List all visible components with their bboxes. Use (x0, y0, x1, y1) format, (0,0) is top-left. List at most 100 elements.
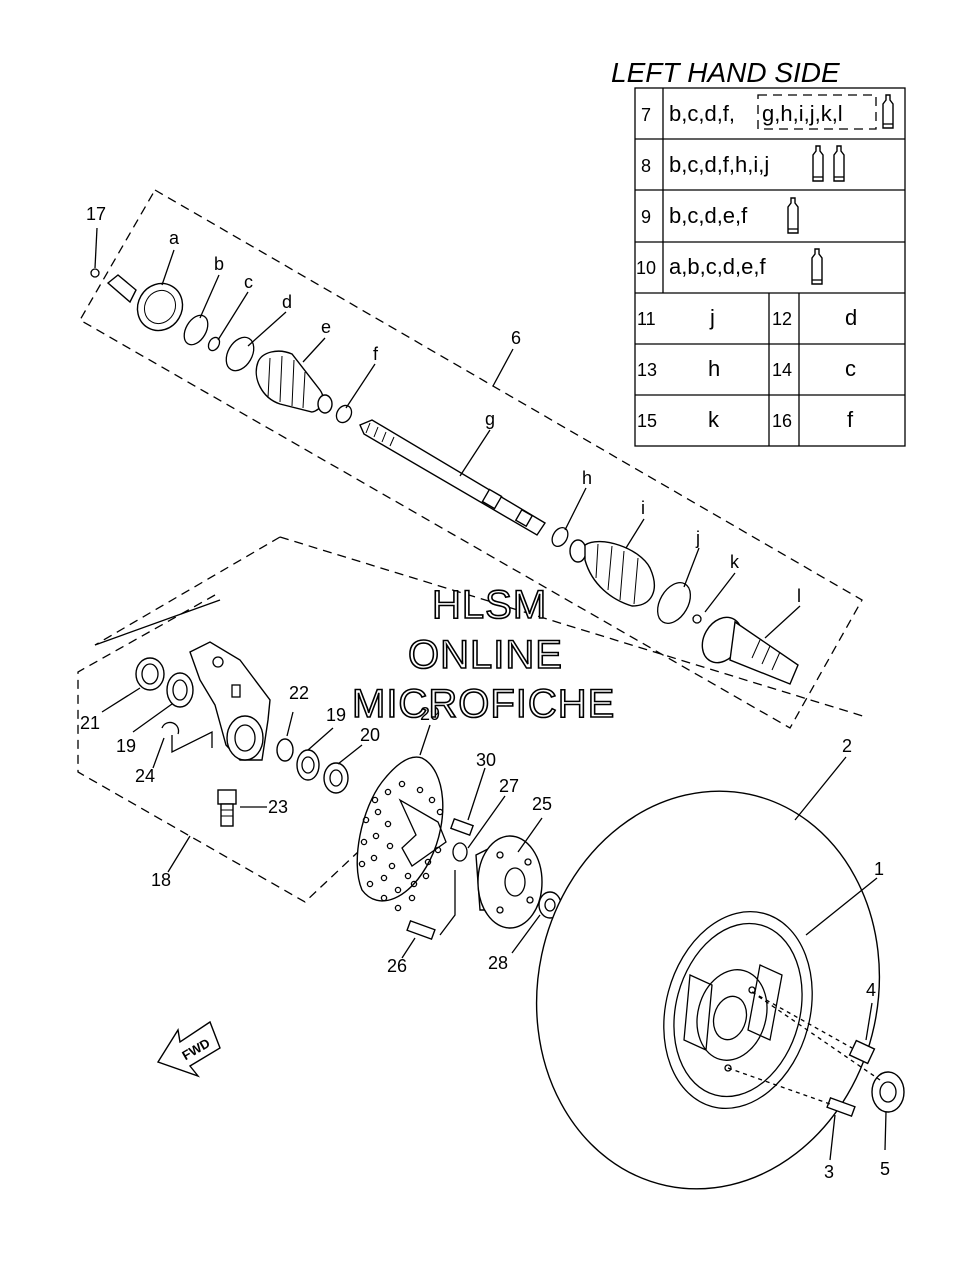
table-cell-num: 11 (637, 309, 656, 329)
callout-g: g (485, 409, 495, 429)
snap-ring-b (183, 314, 209, 346)
callout-a: a (169, 228, 180, 248)
disc-hole (384, 788, 392, 796)
parts-kit-table: 7 b,c,d,f, g,h,i,j,k,l 8 b,c,d,f,h,i,j 9… (634, 87, 906, 447)
callout-5: 5 (880, 1159, 890, 1179)
driveshaft-assembly-outline (79, 189, 863, 729)
callout-d: d (282, 292, 292, 312)
disc-hole (428, 796, 436, 804)
o-ring-27 (452, 842, 468, 862)
callout-h: h (582, 468, 592, 488)
leader-wheel-parts (727, 991, 881, 1105)
valve-3 (826, 1096, 856, 1118)
callout-19: 19 (116, 736, 136, 756)
watermark: HLSM ONLINE MICROFICHE (351, 582, 615, 727)
leader-lines (94, 227, 887, 1161)
diagram-title: LEFT HAND SIDE (611, 57, 840, 88)
callout-e: e (321, 317, 331, 337)
seal-20 (323, 762, 349, 794)
disc-hole (422, 872, 430, 880)
callout-3: 3 (824, 1162, 834, 1182)
disc-hole (436, 808, 444, 816)
callout-1: 1 (874, 859, 884, 879)
table-cell-num: 12 (772, 309, 792, 329)
knuckle-group-outline (77, 594, 431, 903)
callout-f: f (373, 344, 379, 364)
center-cap-5 (871, 1071, 905, 1113)
table-row-parts: b,c,d,f, (669, 101, 735, 126)
bolt-30 (449, 817, 475, 837)
assembly-outline-upper (94, 536, 867, 718)
callout-28: 28 (488, 953, 508, 973)
callout-23: 23 (268, 797, 288, 817)
callout-27: 27 (499, 776, 519, 796)
disc-holes (358, 780, 444, 912)
disc-hole (371, 796, 379, 804)
table-cell-val: k (708, 407, 720, 432)
callout-j: j (695, 528, 700, 548)
disc-hole (388, 862, 396, 870)
disc-hole (434, 846, 442, 854)
table-cell-num: 14 (772, 360, 792, 380)
disc-hole (370, 854, 378, 862)
disc-hole (410, 880, 418, 888)
disc-hole (380, 894, 388, 902)
disc-hole (366, 880, 374, 888)
tire-2 (535, 790, 881, 1190)
grease-tube-icon (811, 248, 823, 285)
leader-hub (439, 870, 456, 936)
disc-hole (362, 816, 370, 824)
callout-labels: 17 a b c d e f 6 g h i j k l 2 1 4 5 3 2… (80, 204, 890, 1182)
disc-hole (386, 842, 394, 850)
callout-b: b (214, 254, 224, 274)
table-cell-val: d (845, 305, 857, 330)
grease-tube-icon (882, 94, 894, 129)
callout-18: 18 (151, 870, 171, 890)
ball-joint-23 (217, 789, 237, 827)
callout-29: 29 (420, 704, 440, 724)
table-cell-val: f (847, 407, 854, 432)
grease-tube-icon (812, 145, 824, 182)
table-cell-val: c (845, 356, 856, 381)
callout-c: c (244, 272, 253, 292)
disc-hole (394, 886, 402, 894)
lug-nut-4 (848, 1039, 876, 1065)
band-j (656, 582, 692, 624)
circlip-24 (161, 721, 180, 735)
disc-hole (380, 874, 388, 882)
band-h (551, 527, 569, 547)
callout-6: 6 (511, 328, 521, 348)
fwd-arrow-icon: FWD (156, 1020, 221, 1078)
callout-20: 20 (360, 725, 380, 745)
disc-hole (384, 820, 392, 828)
disc-hole (394, 904, 402, 912)
callout-k: k (730, 552, 740, 572)
steering-knuckle (189, 641, 271, 761)
table-cell-num: 15 (637, 411, 657, 431)
callout-24: 24 (135, 766, 155, 786)
disc-hole (358, 860, 366, 868)
wheel-hub-25 (475, 835, 543, 929)
callout-4: 4 (866, 980, 876, 1000)
circlip-k (692, 614, 702, 624)
wheel-rim-1 (663, 910, 813, 1110)
callout-25: 25 (532, 794, 552, 814)
table-row-num: 8 (641, 156, 651, 176)
table-cell-val: h (708, 356, 720, 381)
bearing-19b (296, 749, 320, 781)
callout-17: 17 (86, 204, 106, 224)
disc-hole (360, 838, 368, 846)
watermark-line: ONLINE (408, 633, 563, 677)
disc-hole (416, 786, 424, 794)
table-row-num: 9 (641, 207, 651, 227)
callout-26: 26 (387, 956, 407, 976)
boot-i (569, 539, 655, 607)
bearing-19a (166, 672, 194, 708)
table-row-parts: b,c,d,f,h,i,j (669, 152, 769, 177)
disc-hole (404, 872, 412, 880)
callout-30: 30 (476, 750, 496, 770)
grease-tube-icon (833, 145, 845, 182)
callout-2: 2 (842, 736, 852, 756)
callout-l: l (797, 586, 801, 606)
outer-cv-joint (106, 274, 184, 332)
